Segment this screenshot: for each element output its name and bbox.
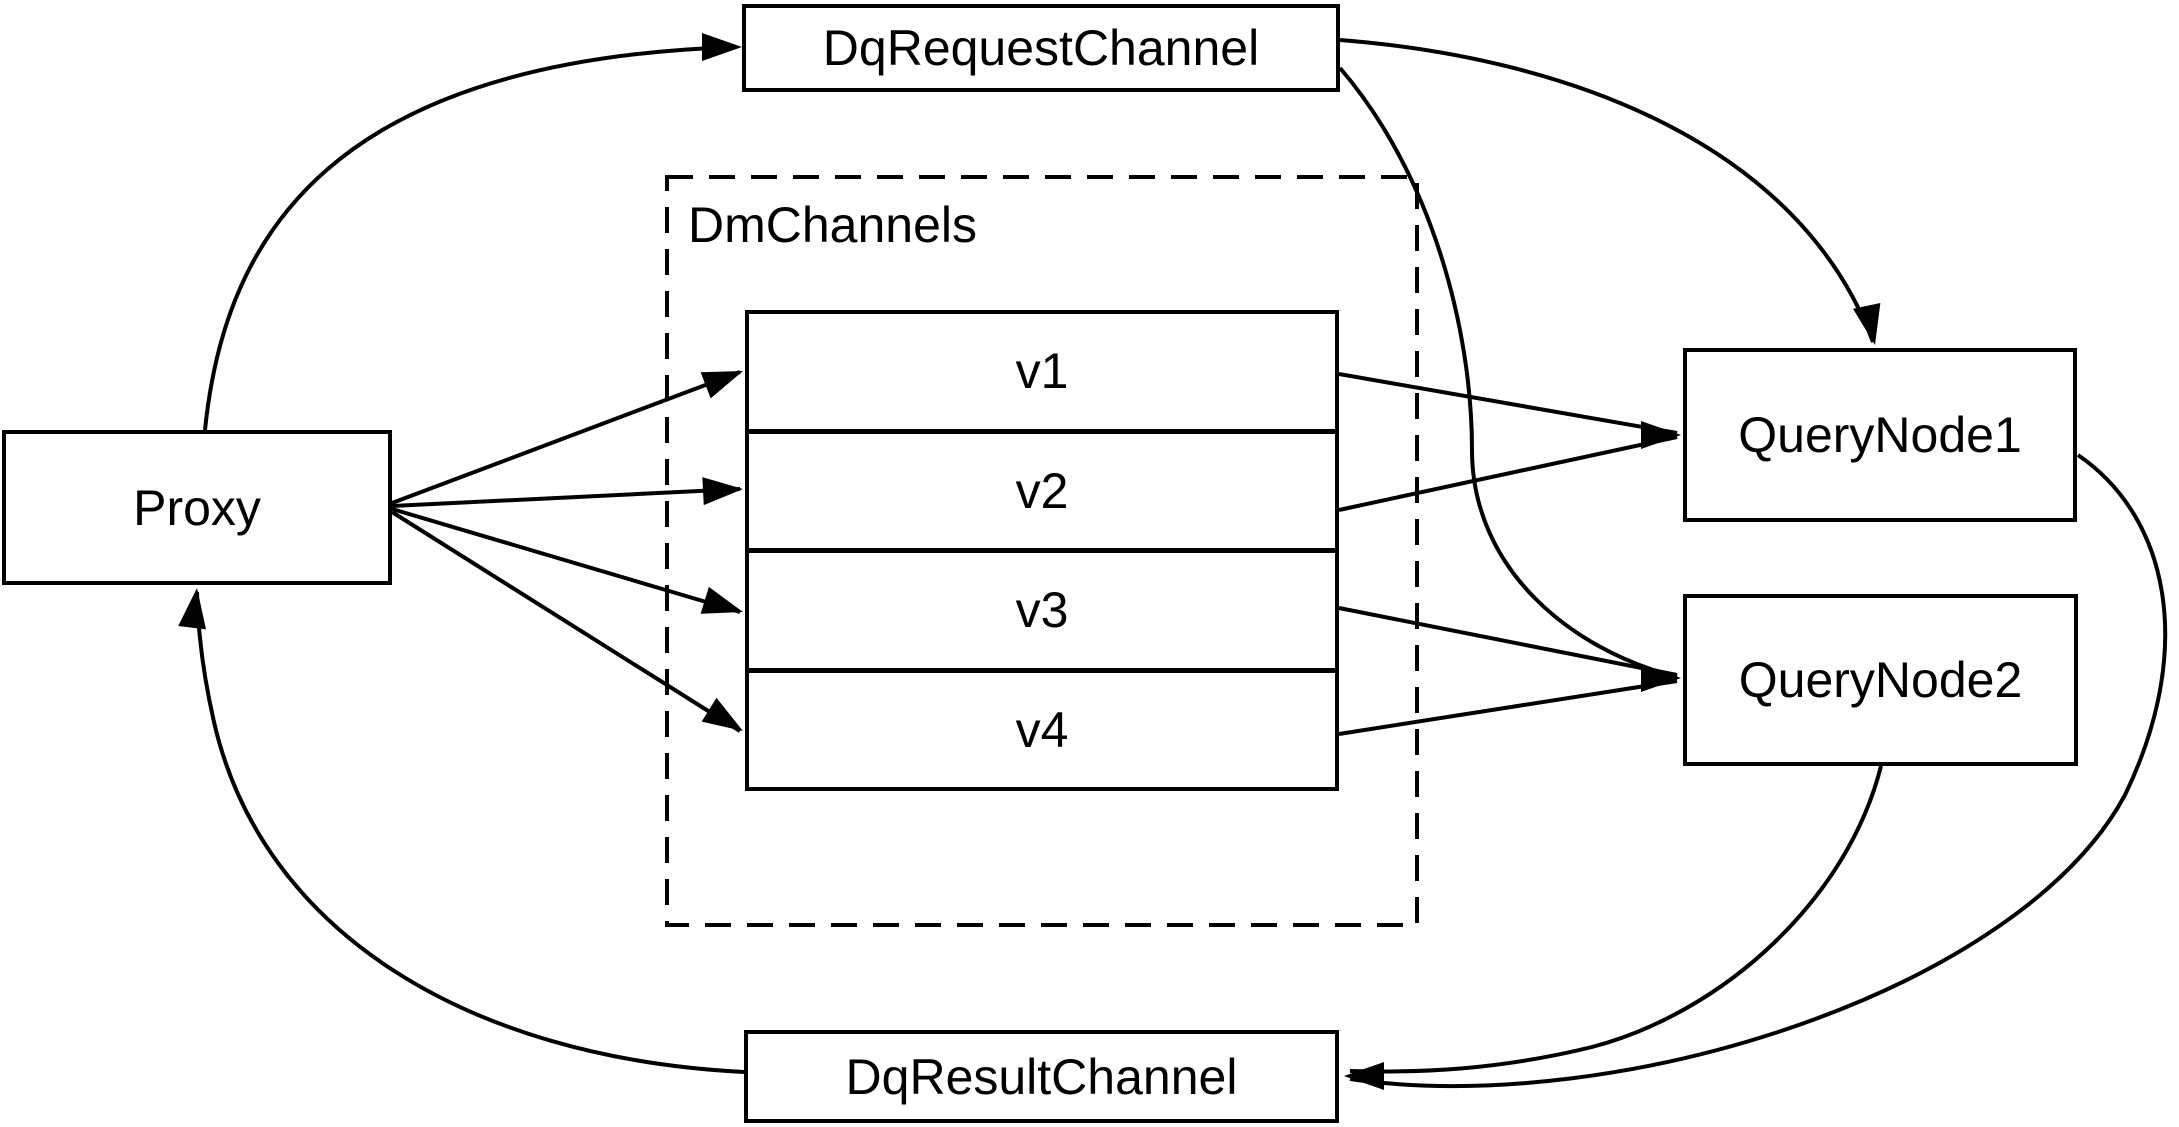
dm-channels-group-label: DmChannels [688, 197, 978, 253]
arrowhead-into-dqresultchannel [1344, 1062, 1384, 1090]
edge-proxy-to-v3 [391, 507, 741, 614]
node-proxy-label: Proxy [133, 479, 261, 536]
node-proxy: Proxy [2, 430, 392, 585]
node-dqresultchannel: DqResultChannel [744, 1030, 1339, 1123]
node-querynode2-label: QueryNode2 [1738, 652, 2023, 708]
edge-querynode1-to-dqresultchannel [1349, 453, 2168, 1088]
channel-row-v3-label: v3 [1015, 582, 1069, 639]
arrowhead-into-v1 [700, 371, 743, 399]
edge-dqresultchannel-to-proxy [195, 591, 745, 1074]
channel-row-v4: v4 [749, 667, 1335, 788]
arrowhead-into-v3 [700, 586, 743, 614]
arrowhead-into-querynode1-left [1641, 421, 1681, 449]
dm-channels-group-border [665, 175, 1419, 927]
edge-v1-to-querynode1 [1338, 372, 1678, 435]
edge-v3-to-querynode2 [1338, 606, 1678, 677]
channel-row-v1: v1 [749, 314, 1335, 429]
channel-row-v4-label: v4 [1015, 701, 1069, 758]
edge-dqrequestchannel-to-querynode2 [1338, 66, 1678, 679]
channel-row-v2: v2 [749, 428, 1335, 549]
arrowhead-into-proxy [178, 588, 207, 630]
dm-channels-table: v1 v2 v3 v4 [745, 310, 1339, 791]
arrowhead-into-v4 [701, 697, 743, 731]
edge-proxy-to-v4 [390, 510, 742, 733]
edge-proxy-to-v1 [391, 370, 741, 505]
channel-row-v2-label: v2 [1015, 462, 1069, 519]
edge-querynode2-to-dqresultchannel [1349, 765, 1883, 1074]
edge-v4-to-querynode2 [1338, 679, 1678, 736]
edge-proxy-to-v2 [391, 487, 741, 508]
edge-proxy-to-dqrequestchannel [203, 45, 737, 431]
node-querynode2: QueryNode2 [1683, 594, 2078, 766]
node-dqresultchannel-label: DqResultChannel [845, 1048, 1238, 1105]
arrowhead-into-v2 [702, 477, 743, 506]
node-dqrequestchannel-label: DqRequestChannel [822, 20, 1260, 76]
channel-row-v3: v3 [749, 548, 1335, 668]
edge-v2-to-querynode1 [1338, 435, 1678, 512]
channel-row-v1-label: v1 [1015, 343, 1069, 400]
edge-dqrequestchannel-to-querynode1 [1339, 38, 1875, 343]
arrowhead-into-querynode2-left [1641, 664, 1681, 692]
node-querynode1: QueryNode1 [1683, 348, 2077, 522]
node-querynode1-label: QueryNode1 [1738, 407, 2022, 463]
arrowhead-into-querynode1-top [1852, 302, 1881, 345]
arrowhead-into-dqrequestchannel [702, 33, 742, 61]
node-dqrequestchannel: DqRequestChannel [742, 4, 1340, 92]
